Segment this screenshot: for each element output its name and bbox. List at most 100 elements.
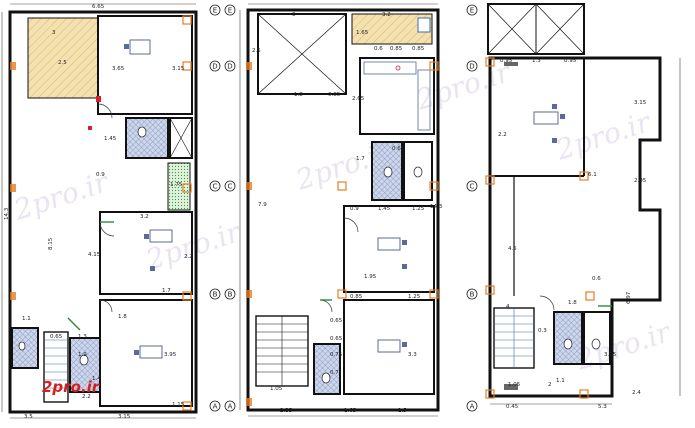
dimension-label: 3.65 bbox=[112, 66, 125, 72]
chair bbox=[560, 114, 565, 119]
dimension-label: 2.65 bbox=[352, 96, 365, 102]
axis-bubble bbox=[224, 180, 236, 192]
dimension-label: 14.3 bbox=[430, 204, 443, 210]
chair bbox=[144, 234, 149, 239]
axis-label: E bbox=[228, 7, 232, 15]
axis-bubble bbox=[209, 180, 221, 192]
axis-bubble bbox=[209, 288, 221, 300]
axis-label: D bbox=[227, 63, 232, 71]
axis-bubble bbox=[466, 4, 478, 16]
dimension-label: 1.25 bbox=[412, 206, 425, 212]
dimension-label: 0.65 bbox=[50, 334, 63, 340]
dimension-label: 0.65 bbox=[392, 146, 405, 152]
column-marker bbox=[485, 57, 495, 67]
stairs bbox=[256, 316, 308, 386]
dimension-label: 0.65 bbox=[330, 318, 343, 324]
window-icon bbox=[417, 17, 431, 33]
dimension-label: 3.15 bbox=[172, 66, 185, 72]
tiled-terrace bbox=[27, 17, 99, 99]
desk bbox=[149, 229, 173, 243]
column-marker bbox=[337, 289, 347, 299]
column-marker bbox=[485, 285, 495, 295]
dimension-label: 3 bbox=[292, 12, 296, 18]
toilet-icon bbox=[383, 166, 393, 178]
bathroom bbox=[125, 117, 169, 159]
column-marker bbox=[182, 61, 192, 71]
column-marker bbox=[246, 290, 252, 298]
light-well bbox=[257, 13, 347, 95]
dimension-label: 1.3 bbox=[532, 58, 541, 64]
dimension-label: 1.1 bbox=[556, 378, 565, 384]
plan-left bbox=[1, 3, 198, 419]
dimension-label: 2.2 bbox=[82, 394, 91, 400]
axis-bubble bbox=[466, 400, 478, 412]
chair bbox=[402, 342, 407, 347]
watermark-text: 2pro.ir bbox=[411, 55, 516, 117]
dimension-label: 0.85 bbox=[328, 92, 341, 98]
desk bbox=[533, 111, 559, 125]
axis-label: E bbox=[213, 7, 217, 15]
outer-wall bbox=[8, 10, 198, 414]
toilet-icon bbox=[413, 166, 423, 178]
dimension-label: 4.15 bbox=[88, 252, 101, 258]
dimension-label: 4 bbox=[506, 304, 510, 310]
dimension-label: 6.65 bbox=[92, 4, 105, 10]
dimension-label: 1.75 bbox=[170, 182, 183, 188]
door-swing bbox=[319, 299, 333, 313]
room-bedroom-1 bbox=[97, 15, 193, 115]
column-marker bbox=[485, 389, 495, 399]
dimension-label: 8.15 bbox=[48, 237, 54, 250]
axis-bubble bbox=[224, 400, 236, 412]
dimension-label: 0.95 bbox=[564, 58, 577, 64]
column-marker bbox=[10, 62, 16, 70]
column-marker bbox=[579, 389, 589, 399]
column-marker bbox=[246, 398, 252, 406]
dimension-label: 4.5 bbox=[508, 246, 517, 252]
axis-bubble bbox=[466, 60, 478, 72]
door-swing bbox=[539, 295, 555, 311]
dimension-label: 3.15 bbox=[634, 100, 647, 106]
beam-mark bbox=[504, 62, 518, 66]
column-marker bbox=[246, 62, 252, 70]
axis-label: D bbox=[469, 63, 474, 71]
dimension-label: 0.95 bbox=[500, 58, 513, 64]
counter bbox=[363, 61, 417, 75]
column-marker bbox=[585, 291, 595, 301]
stair-zone bbox=[43, 331, 69, 403]
dimension-label: 1.7 bbox=[162, 288, 171, 294]
axis-label: A bbox=[213, 403, 218, 411]
dimension-label: 3 bbox=[52, 30, 56, 36]
dimension-label: 7.9 bbox=[258, 202, 267, 208]
chair bbox=[150, 266, 155, 271]
toilet-icon bbox=[321, 372, 331, 384]
axis-label: D bbox=[212, 63, 217, 71]
beam-mark bbox=[504, 384, 518, 390]
desk bbox=[129, 39, 151, 55]
column-marker bbox=[429, 181, 439, 191]
room-living bbox=[343, 205, 435, 293]
counter bbox=[417, 69, 431, 131]
dimension-label: 1.15 bbox=[172, 402, 185, 408]
dimension-label: 0.7 bbox=[330, 370, 339, 376]
dimension-label: 1.65 bbox=[344, 408, 357, 414]
shower-cell bbox=[403, 141, 433, 201]
axis-label: C bbox=[213, 183, 218, 191]
dimension-label: 1.25 bbox=[408, 294, 421, 300]
outer-wall bbox=[246, 8, 440, 412]
chair bbox=[124, 44, 129, 49]
toilet-icon bbox=[137, 126, 147, 138]
column-marker bbox=[429, 61, 439, 71]
dimension-label: 1.8 bbox=[118, 314, 127, 320]
dimension-label: 2.05 bbox=[634, 178, 647, 184]
column-marker bbox=[182, 15, 192, 25]
column-marker bbox=[88, 126, 92, 130]
chair bbox=[402, 240, 407, 245]
outer-wall bbox=[488, 56, 662, 398]
door-swing bbox=[99, 299, 113, 313]
dimension-label: 0.75 bbox=[330, 352, 343, 358]
dimension-label: 3.95 bbox=[164, 352, 177, 358]
dimension-label: 0.3 bbox=[538, 328, 547, 334]
chair bbox=[134, 350, 139, 355]
axis-bubble bbox=[466, 288, 478, 300]
